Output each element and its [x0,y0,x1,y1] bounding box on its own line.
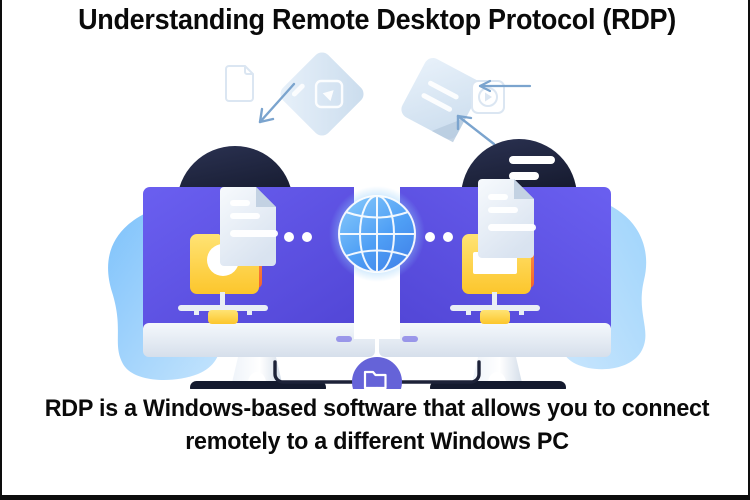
caption-text: RDP is a Windows-based software that all… [44,395,710,455]
page-title: Understanding Remote Desktop Protocol (R… [78,4,676,36]
transfer-dots-right [425,232,453,242]
media-card-icon [280,52,364,136]
transfer-dots-left [284,232,312,242]
transfer-arrow-right [456,114,496,146]
file-outline-icon [225,65,254,102]
document-icon-left [220,187,278,266]
network-node-icon [352,357,402,389]
transfer-arrow-top-left [478,79,532,93]
illustration [2,44,748,389]
globe-icon [329,186,425,282]
transfer-arrow-left [258,82,296,124]
document-icon-right [478,179,536,258]
